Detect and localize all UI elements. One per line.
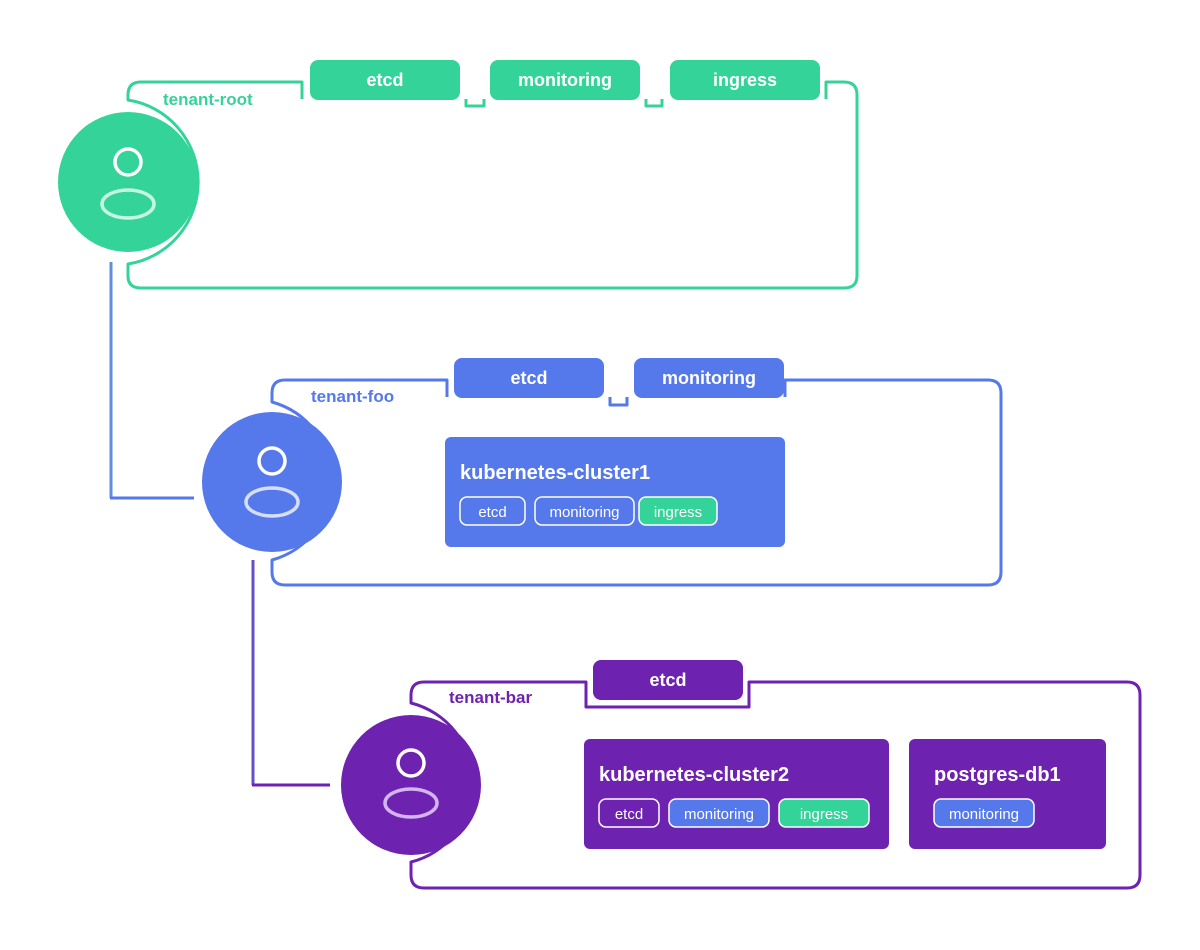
tenant-root-group: tenant-root etcd monitoring ingress: [58, 60, 859, 290]
tag-ingress: ingress: [638, 496, 718, 526]
tag-monitoring: monitoring: [933, 798, 1035, 828]
app-card-kubernetes-cluster1: kubernetes-cluster1 etcd monitoring ingr…: [445, 437, 785, 547]
user-icon: [100, 147, 156, 220]
service-pill-monitoring: monitoring: [490, 60, 640, 100]
tenant-bar-group: tenant-bar etcd kubernetes-cluster2 etcd…: [341, 660, 1142, 890]
tenant-bar-label: tenant-bar: [449, 688, 533, 707]
tag-monitoring: monitoring: [668, 798, 770, 828]
svg-text:etcd: etcd: [366, 70, 403, 90]
tenant-bar-frame: [409, 680, 1142, 890]
tenant-root-avatar: [58, 112, 198, 252]
svg-text:monitoring: monitoring: [662, 368, 756, 388]
user-icon: [383, 748, 439, 819]
service-pill-etcd: etcd: [310, 60, 460, 100]
svg-text:monitoring: monitoring: [684, 806, 754, 823]
app-card-title: kubernetes-cluster2: [599, 764, 789, 786]
app-card-title: kubernetes-cluster1: [460, 462, 650, 484]
svg-text:etcd: etcd: [649, 670, 686, 690]
app-card-title: postgres-db1: [934, 764, 1061, 786]
service-pill-etcd: etcd: [454, 358, 604, 398]
svg-text:etcd: etcd: [510, 368, 547, 388]
app-card-kubernetes-cluster2: kubernetes-cluster2 etcd monitoring ingr…: [584, 739, 889, 849]
tenant-root-frame: [126, 80, 859, 290]
tenant-foo-frame: [270, 378, 1003, 587]
tag-etcd: etcd: [598, 798, 660, 828]
tenant-foo-avatar: [202, 412, 342, 552]
tag-monitoring: monitoring: [534, 496, 635, 526]
svg-text:monitoring: monitoring: [949, 806, 1019, 823]
tenant-root-label: tenant-root: [163, 90, 253, 109]
svg-text:etcd: etcd: [478, 504, 506, 521]
svg-text:ingress: ingress: [800, 806, 848, 823]
svg-text:ingress: ingress: [713, 70, 777, 90]
service-pill-ingress: ingress: [670, 60, 820, 100]
service-pill-monitoring: monitoring: [634, 358, 784, 398]
app-card-postgres-db1: postgres-db1 monitoring: [909, 739, 1106, 849]
svg-text:etcd: etcd: [615, 806, 643, 823]
tag-ingress: ingress: [778, 798, 870, 828]
svg-text:monitoring: monitoring: [518, 70, 612, 90]
tenant-foo-group: tenant-foo etcd monitoring kubernetes-cl…: [202, 358, 1003, 587]
user-icon: [244, 446, 300, 518]
tag-etcd: etcd: [459, 496, 526, 526]
svg-text:monitoring: monitoring: [549, 504, 619, 521]
tenant-bar-avatar: [341, 715, 481, 855]
service-pill-etcd: etcd: [593, 660, 743, 700]
svg-text:ingress: ingress: [654, 504, 702, 521]
tenant-foo-label: tenant-foo: [311, 387, 394, 406]
